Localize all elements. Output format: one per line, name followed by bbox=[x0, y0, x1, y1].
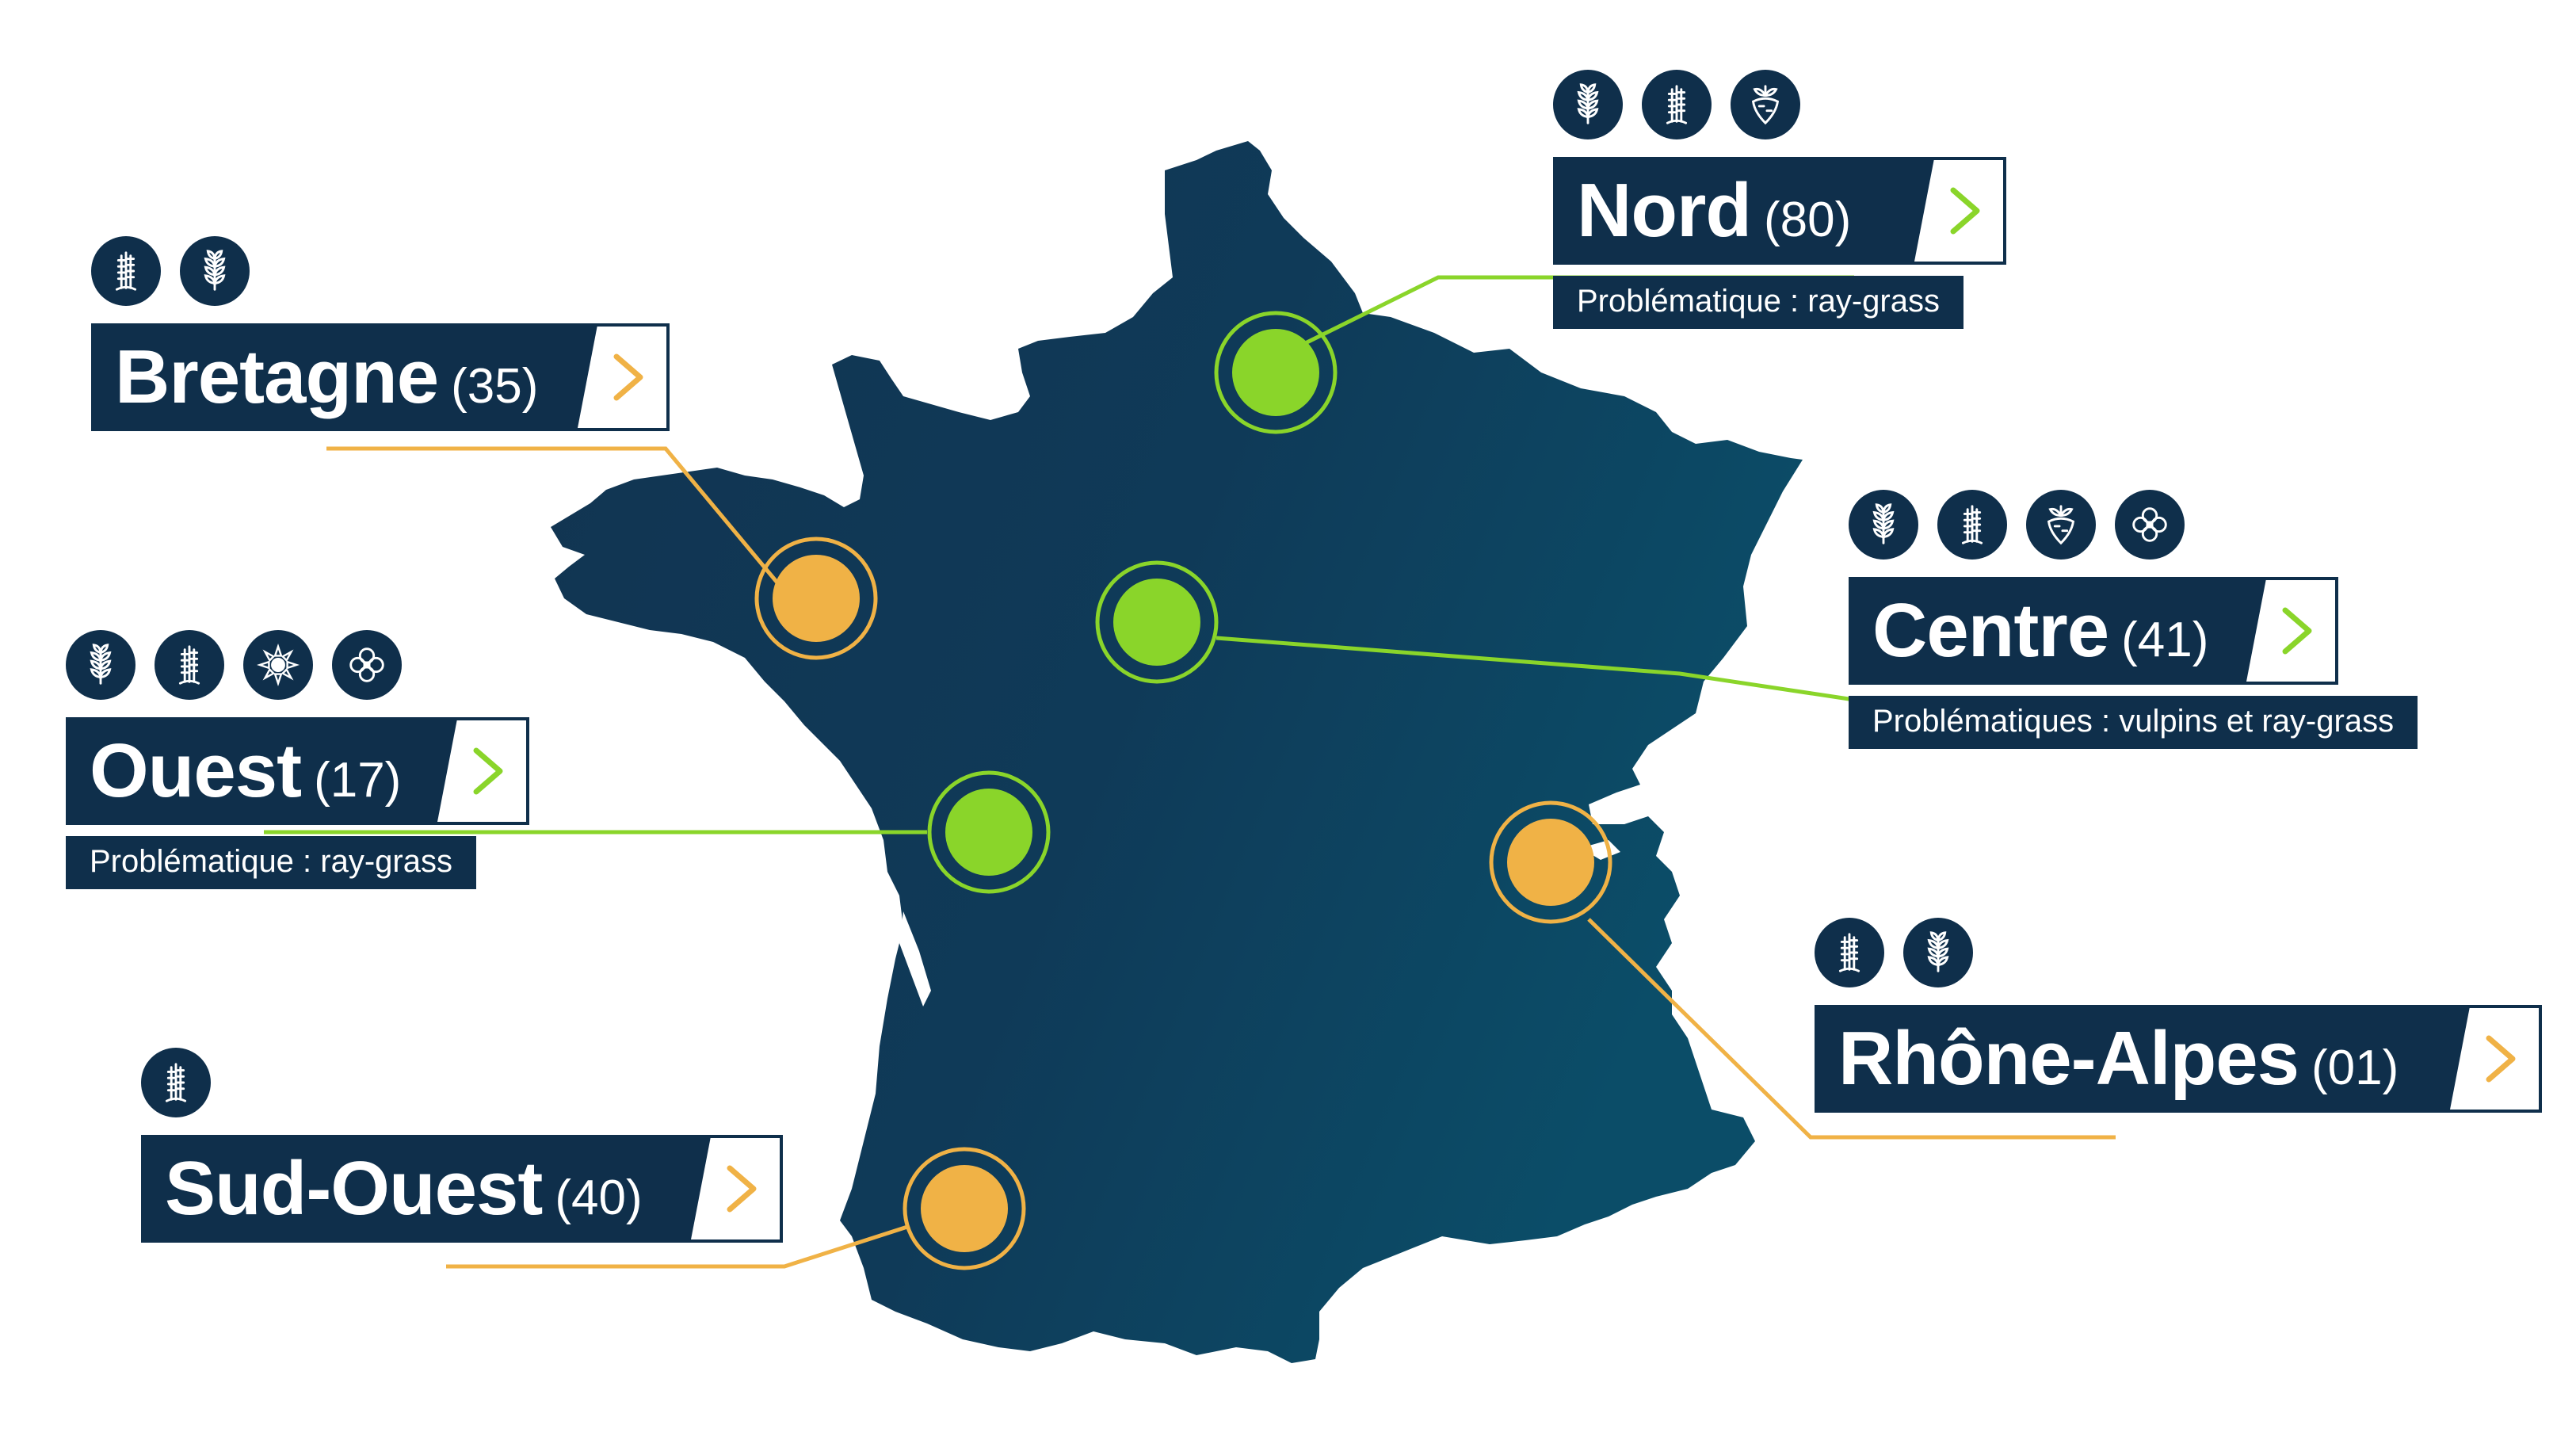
region-rhone-alpes: Rhône-Alpes (01) bbox=[1815, 918, 2542, 1113]
estuary-notch bbox=[899, 911, 931, 1006]
sunflower-icon bbox=[243, 630, 313, 700]
crop-icons bbox=[91, 236, 670, 306]
barley-icon bbox=[1815, 918, 1884, 987]
barley-icon bbox=[1642, 70, 1712, 139]
region-name: Sud-Ouest bbox=[165, 1146, 543, 1231]
beet-icon bbox=[2026, 490, 2096, 560]
crop-icons bbox=[1815, 918, 2542, 987]
chevron-right-icon bbox=[2450, 1008, 2539, 1110]
chevron-right-icon bbox=[437, 720, 526, 822]
region-label-button[interactable]: Centre (41) bbox=[1849, 577, 2338, 685]
problem-note: Problématique : ray-grass bbox=[1553, 276, 1963, 329]
region-code: (17) bbox=[314, 753, 402, 808]
rapeseed-icon bbox=[332, 630, 402, 700]
region-sud-ouest: Sud-Ouest (40) bbox=[141, 1048, 783, 1243]
wheat-icon bbox=[66, 630, 135, 700]
crop-icons bbox=[1849, 490, 2418, 560]
wheat-icon bbox=[1553, 70, 1623, 139]
barley-icon bbox=[141, 1048, 211, 1117]
barley-icon bbox=[1937, 490, 2007, 560]
crop-icons bbox=[141, 1048, 783, 1117]
region-label-button[interactable]: Bretagne (35) bbox=[91, 323, 670, 431]
problem-note: Problématique : ray-grass bbox=[66, 836, 476, 889]
barley-icon bbox=[91, 236, 161, 306]
region-ouest: Ouest (17) Problématique : ray-grass bbox=[66, 630, 529, 889]
wheat-icon bbox=[1849, 490, 1918, 560]
region-code: (40) bbox=[555, 1171, 643, 1225]
region-code: (01) bbox=[2311, 1041, 2399, 1095]
wheat-icon bbox=[1903, 918, 1973, 987]
wheat-icon bbox=[180, 236, 250, 306]
region-label-button[interactable]: Nord (80) bbox=[1553, 157, 2006, 265]
chevron-right-icon bbox=[691, 1138, 780, 1239]
region-code: (80) bbox=[1763, 193, 1852, 247]
crop-icons bbox=[66, 630, 529, 700]
region-label-button[interactable]: Ouest (17) bbox=[66, 717, 529, 825]
problem-note: Problématiques : vulpins et ray-grass bbox=[1849, 696, 2418, 749]
region-code: (41) bbox=[2121, 613, 2209, 667]
chevron-right-icon bbox=[2246, 580, 2335, 682]
region-bretagne: Bretagne (35) bbox=[91, 236, 670, 431]
region-name: Nord bbox=[1577, 168, 1752, 253]
region-nord: Nord (80) Problématique : ray-grass bbox=[1553, 70, 2006, 329]
barley-icon bbox=[155, 630, 224, 700]
region-name: Ouest bbox=[90, 728, 302, 813]
region-name: Centre bbox=[1872, 588, 2109, 673]
rapeseed-icon bbox=[2115, 490, 2185, 560]
chevron-right-icon bbox=[1914, 160, 2003, 262]
region-name: Bretagne bbox=[115, 334, 439, 419]
region-centre: Centre (41) Problématiques : vulpins et … bbox=[1849, 490, 2418, 749]
beet-icon bbox=[1731, 70, 1800, 139]
region-label-button[interactable]: Sud-Ouest (40) bbox=[141, 1135, 783, 1243]
region-code: (35) bbox=[451, 359, 539, 414]
region-name: Rhône-Alpes bbox=[1838, 1016, 2299, 1101]
chevron-right-icon bbox=[578, 327, 666, 428]
crop-icons bbox=[1553, 70, 2006, 139]
region-label-button[interactable]: Rhône-Alpes (01) bbox=[1815, 1005, 2542, 1113]
france-mainland bbox=[551, 141, 1803, 1363]
